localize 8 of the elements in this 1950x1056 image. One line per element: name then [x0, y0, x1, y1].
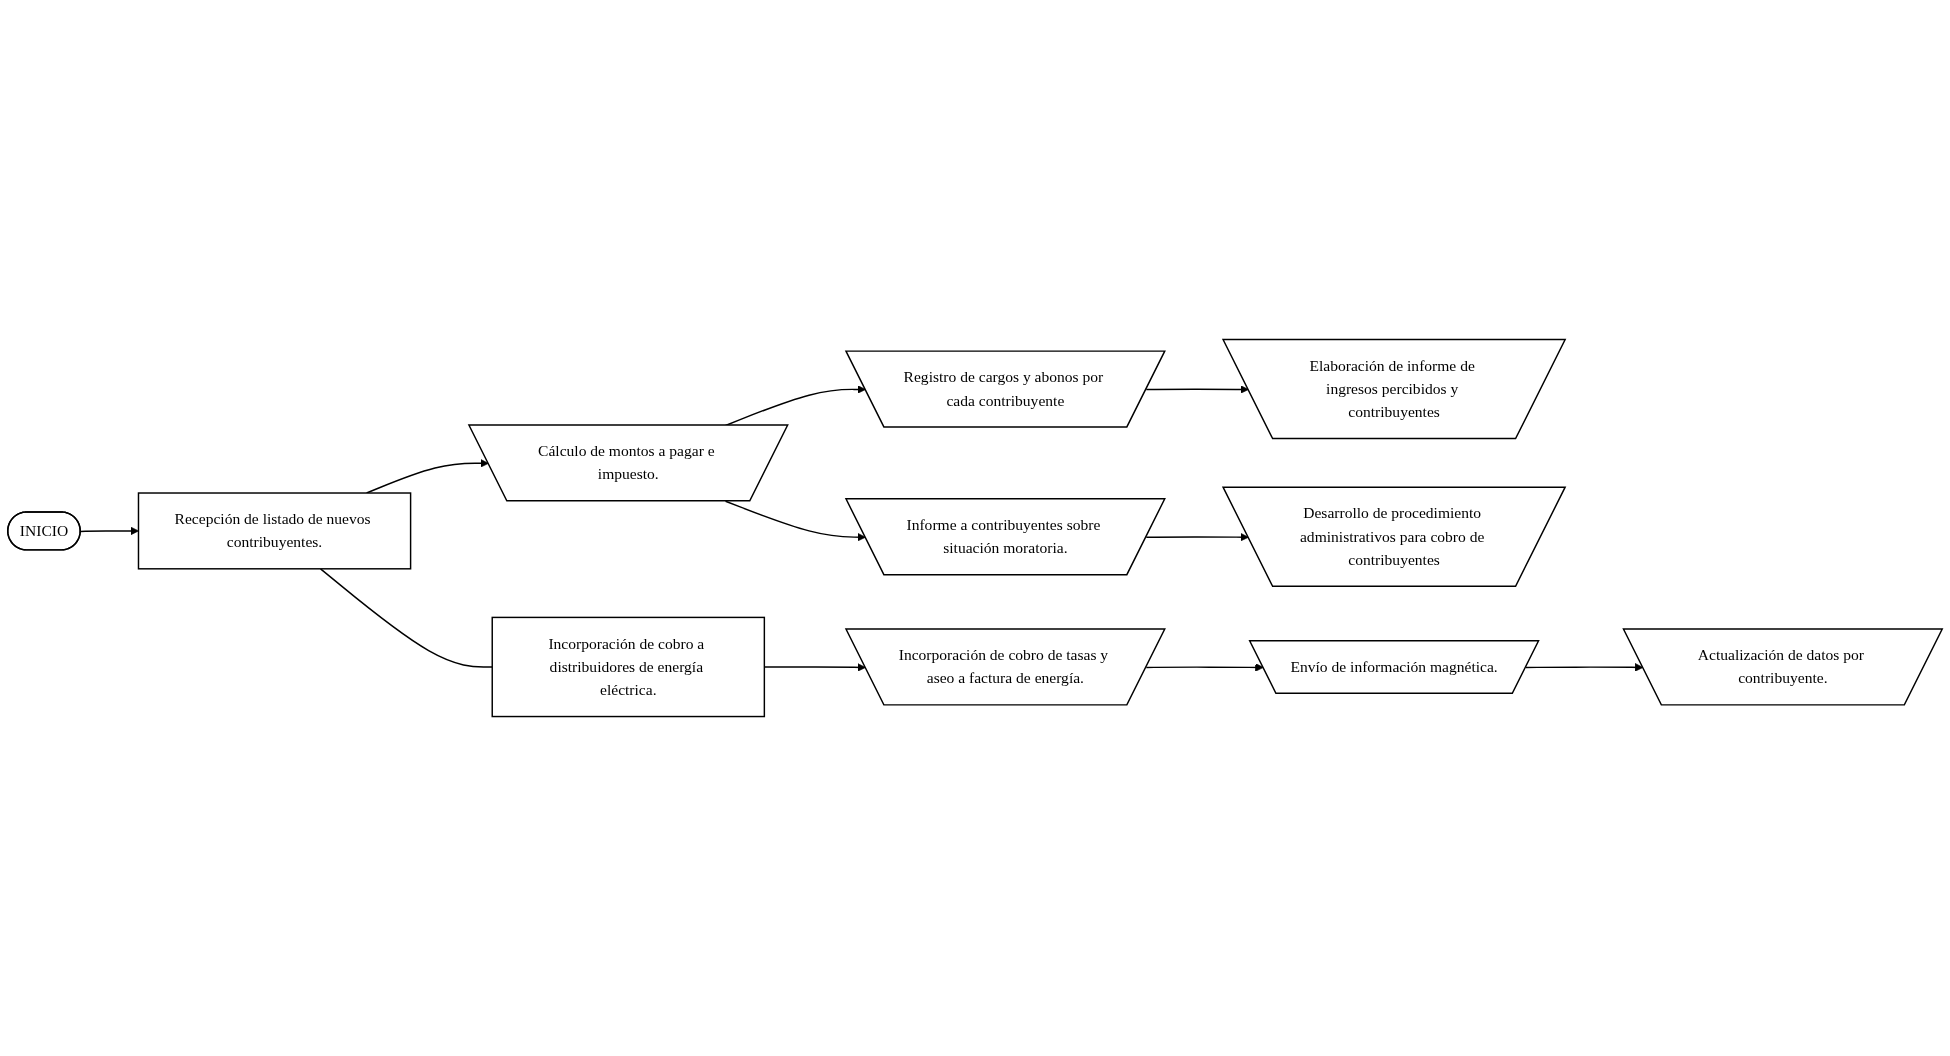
arrow: [1145, 532, 1249, 542]
connector: [319, 568, 493, 668]
arrow: [1145, 663, 1264, 672]
arrow: [365, 459, 489, 494]
arrow: [1525, 663, 1644, 672]
node-box: Recepción de listado de nuevos contribuyentes.: [137, 492, 412, 570]
arrow: [1145, 385, 1249, 394]
node-box: Incorporación de cobro a distribuidores de energía eléctrica.: [491, 616, 766, 718]
